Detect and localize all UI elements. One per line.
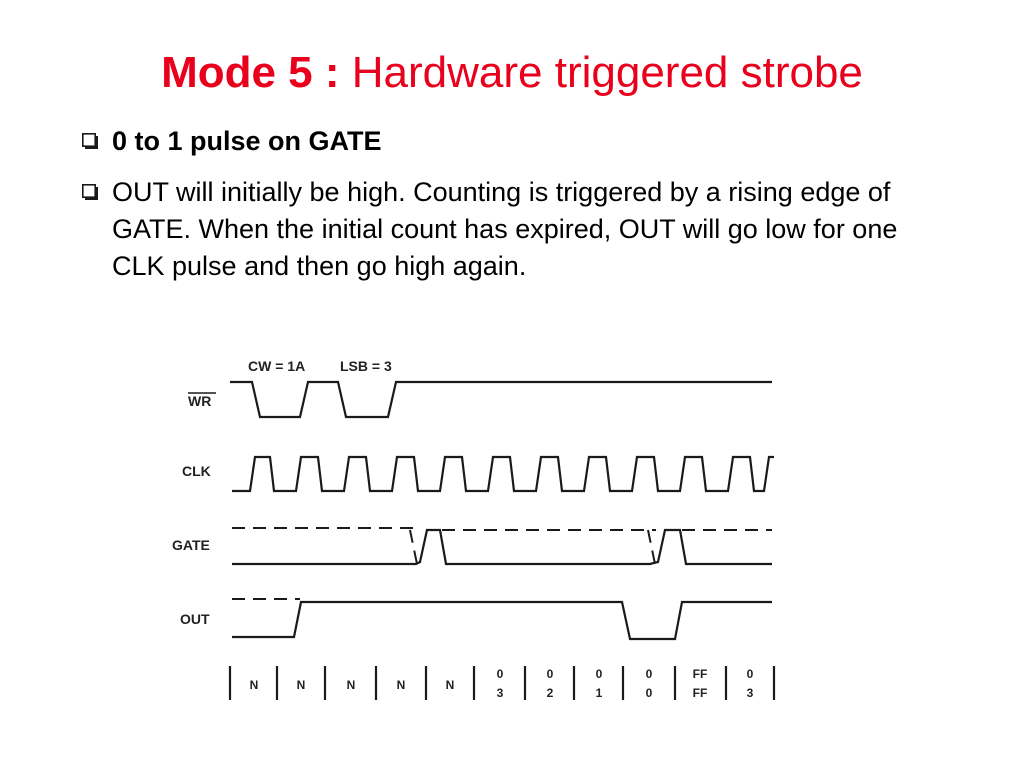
checkbox-bullet-icon bbox=[82, 184, 98, 200]
count-cell-bottom: 2 bbox=[547, 686, 554, 700]
bullet-2: OUT will initially be high. Counting is … bbox=[82, 174, 902, 285]
count-cell-bottom: 1 bbox=[596, 686, 603, 700]
title-mode: Mode 5 : bbox=[161, 48, 340, 97]
bullet-1: 0 to 1 pulse on GATE bbox=[82, 123, 902, 160]
count-row-dividers bbox=[228, 666, 776, 700]
count-cell-bottom: 0 bbox=[646, 686, 653, 700]
svg-text:WR: WR bbox=[188, 393, 211, 409]
timing-diagram: CW = 1A LSB = 3 WR CLK GATE OUT bbox=[172, 358, 776, 700]
count-cell-top: 0 bbox=[497, 667, 504, 681]
count-cell-top: N bbox=[347, 678, 356, 692]
count-cell-top: N bbox=[297, 678, 306, 692]
title-text: Hardware triggered strobe bbox=[351, 48, 863, 97]
count-cell-bottom: 3 bbox=[747, 686, 754, 700]
count-cell-top: N bbox=[446, 678, 455, 692]
out-waveform bbox=[232, 600, 772, 641]
count-cell-bottom: 3 bbox=[497, 686, 504, 700]
count-cell-bottom: FF bbox=[693, 686, 708, 700]
out-signal-label: OUT bbox=[180, 611, 210, 627]
checkbox-bullet-icon bbox=[82, 133, 98, 149]
count-cell-top: N bbox=[250, 678, 259, 692]
slide-title: Mode 5 : Hardware triggered strobe bbox=[0, 45, 1024, 101]
gate-dashed-drop-2 bbox=[647, 529, 656, 565]
count-cell-top: 0 bbox=[596, 667, 603, 681]
clk-waveform bbox=[232, 455, 774, 493]
count-cell-top: FF bbox=[693, 667, 708, 681]
count-cell-top: 0 bbox=[547, 667, 554, 681]
count-cell-top: 0 bbox=[646, 667, 653, 681]
gate-waveform bbox=[232, 528, 772, 566]
gate-signal-label: GATE bbox=[172, 537, 210, 553]
count-cell-top: N bbox=[397, 678, 406, 692]
annotation-lsb: LSB = 3 bbox=[340, 358, 392, 374]
gate-dashed-drop-1 bbox=[409, 529, 418, 565]
bullet-2-text: OUT will initially be high. Counting is … bbox=[112, 177, 898, 281]
wr-signal-label: WR bbox=[188, 392, 216, 409]
bullet-1-text: 0 to 1 pulse on GATE bbox=[112, 126, 382, 156]
annotation-cw: CW = 1A bbox=[248, 358, 305, 374]
clk-signal-label: CLK bbox=[182, 463, 211, 479]
wr-waveform bbox=[230, 380, 772, 419]
count-cell-top: 0 bbox=[747, 667, 754, 681]
